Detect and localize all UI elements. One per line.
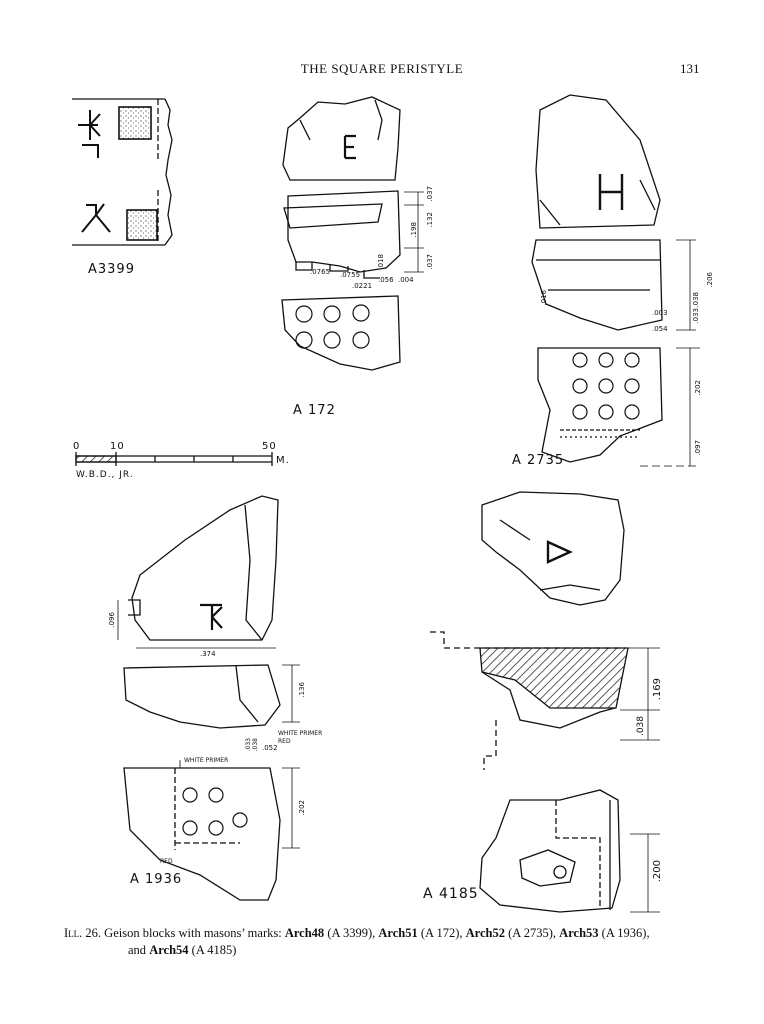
scale-tick-0: 0 xyxy=(73,441,81,452)
a172-drawing xyxy=(281,96,424,371)
label-a1936: A 1936 xyxy=(130,872,183,887)
a1936-drawing xyxy=(117,495,300,901)
dim-a172-4: .018 xyxy=(377,254,385,270)
label-a4185: A 4185 xyxy=(423,886,479,902)
dim-a1936-6: .202 xyxy=(298,800,306,816)
caption-id: (A 172), xyxy=(420,926,463,940)
dim-a172-1: .132 xyxy=(426,212,434,228)
caption-ref: Arch53 xyxy=(559,926,599,940)
caption-id: (A 4185) xyxy=(191,943,237,957)
dim-a172-3: .037 xyxy=(426,254,434,270)
caption-and: and xyxy=(128,943,147,957)
dim-a1936-0: .096 xyxy=(108,612,116,628)
dim-a2735-1: .206 xyxy=(706,272,714,288)
caption-label: Ill. 26. xyxy=(64,926,102,940)
dim-a2735-3: .038 xyxy=(692,292,700,308)
dim-a2735-7: .097 xyxy=(694,440,702,456)
note-a1936-red-1: RED xyxy=(278,738,291,745)
label-a172: A 172 xyxy=(293,403,336,418)
figure-caption: Ill. 26. Geison blocks with masons’ mark… xyxy=(64,925,714,959)
caption-id: (A 2735), xyxy=(508,926,557,940)
dim-a2735-6: .202 xyxy=(694,380,702,396)
note-a1936-red-2: RED xyxy=(160,858,173,865)
caption-ref: Arch48 xyxy=(284,926,325,940)
scale-bar xyxy=(75,452,273,466)
a4185-drawing xyxy=(430,491,660,913)
dim-a4185-2: .200 xyxy=(652,860,663,883)
dim-a172-9: .0221 xyxy=(352,282,373,290)
label-a3399: A3399 xyxy=(88,262,135,277)
dim-a1936-2: .136 xyxy=(298,682,306,698)
scale-tick-10: 10 xyxy=(110,441,125,452)
caption-ref: Arch52 xyxy=(465,926,505,940)
dim-a172-2: .198 xyxy=(410,222,418,238)
dim-a2735-2: .003 xyxy=(652,309,668,317)
dim-a172-6: .0755 xyxy=(340,271,361,279)
dim-a172-8: .004 xyxy=(398,276,414,284)
dim-a1936-4: .033 xyxy=(245,738,252,752)
a3399-drawing xyxy=(72,98,173,246)
note-a1936-white-primer-1: WHITE PRIMER xyxy=(278,730,323,737)
caption-text: Geison blocks with masons’ marks: xyxy=(104,926,282,940)
dim-a172-7: .056 xyxy=(378,276,394,284)
caption-id: (A 1936), xyxy=(601,926,650,940)
dim-a4185-1: .038 xyxy=(636,716,646,737)
label-a2735: A 2735 xyxy=(512,453,565,468)
a2735-drawing xyxy=(531,94,700,467)
dim-a1936-5: .038 xyxy=(252,738,259,752)
dim-a2735-4: .033 xyxy=(692,308,700,324)
running-title: THE SQUARE PERISTYLE xyxy=(300,61,464,76)
page-number: 131 xyxy=(680,61,700,76)
dim-a1936-3: .052 xyxy=(262,744,278,752)
caption-ref: Arch51 xyxy=(378,926,418,940)
dim-a172-5: .0765 xyxy=(310,268,331,276)
scale-unit: M. xyxy=(276,455,290,466)
note-a1936-white-primer-2: WHITE PRIMER xyxy=(184,757,229,764)
dim-a4185-0: .169 xyxy=(652,678,663,701)
caption-id: (A 3399), xyxy=(327,926,376,940)
scale-tick-50: 50 xyxy=(262,441,277,452)
dim-a172-0: .037 xyxy=(426,186,434,202)
dim-a2735-5: .054 xyxy=(652,325,668,333)
scale-credit: W.B.D., JR. xyxy=(76,470,134,480)
caption-ref: Arch54 xyxy=(149,943,189,957)
dim-a1936-1: .374 xyxy=(200,650,216,658)
dim-a2735-0: .016 xyxy=(540,290,548,306)
